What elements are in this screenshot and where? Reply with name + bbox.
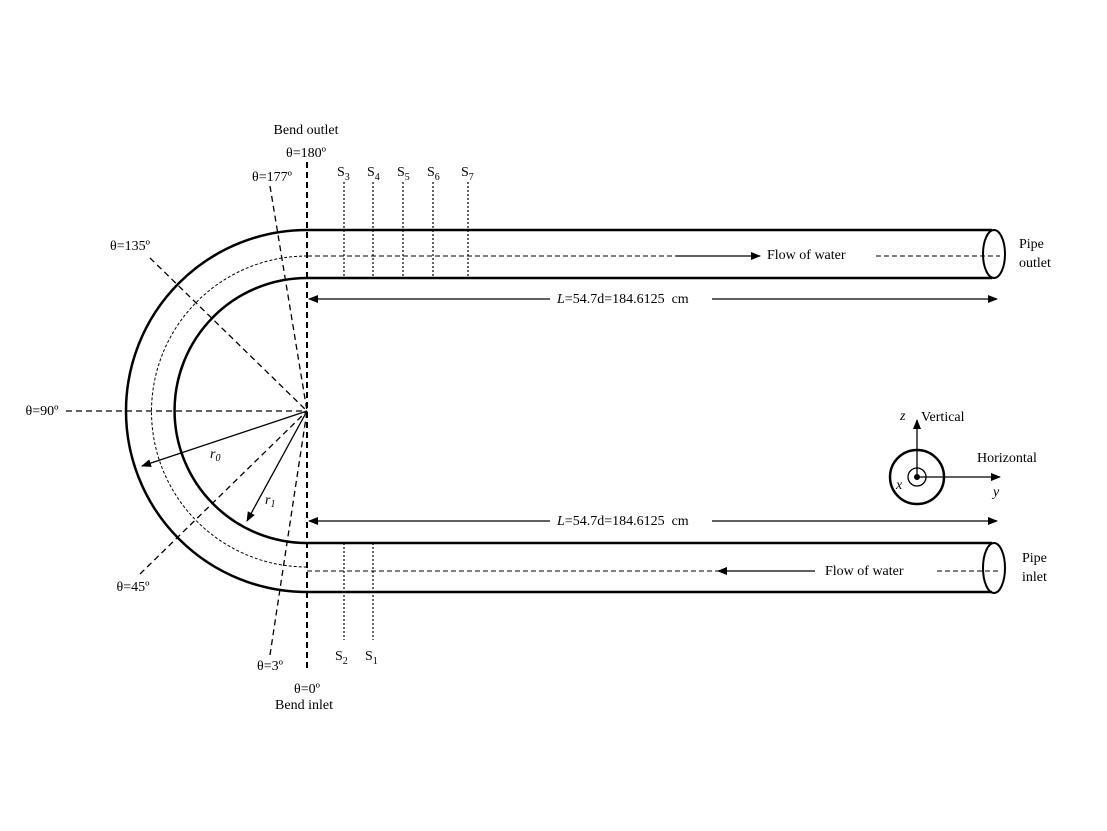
section-label-s7: S7 — [461, 165, 474, 183]
section-label-s6: S6 — [427, 165, 440, 183]
section-label-s4: S4 — [367, 165, 380, 183]
axis-z-label: z — [899, 409, 906, 424]
theta-45-line — [139, 410, 308, 575]
coordinate-symbol — [888, 419, 1001, 506]
section-lines-bottom — [343, 543, 374, 640]
theta-3-label: θ=3º — [257, 659, 284, 674]
axis-x-label: x — [895, 478, 903, 493]
pipe-inlet-label-line2: inlet — [1022, 570, 1047, 585]
axis-vertical-label: Vertical — [921, 410, 965, 425]
pipe-inlet-label-line1: Pipe — [1022, 551, 1047, 566]
theta-0-label: θ=0º — [294, 682, 321, 697]
flow-label-bottom: Flow of water — [825, 564, 904, 579]
outlet-ellipse — [982, 229, 1006, 279]
inner-wall — [173, 276, 992, 545]
theta-135-line — [149, 257, 308, 412]
pipe-outlet-label-line1: Pipe — [1019, 237, 1044, 252]
section-label-s2: S2 — [335, 649, 348, 667]
theta-177-line — [269, 185, 308, 412]
flow-label-top: Flow of water — [767, 248, 846, 263]
section-lines-top — [343, 182, 469, 278]
r1-label: r1 — [265, 493, 275, 510]
r1-arrow — [246, 410, 308, 522]
theta-90-label: θ=90º — [26, 404, 60, 419]
theta-135-label: θ=135º — [110, 239, 151, 254]
inlet-ellipse — [982, 542, 1006, 594]
length-label-bottom: L=54.7d=184.6125 cm — [556, 514, 689, 529]
theta-3-line — [269, 410, 308, 656]
pipe-outlet-label-line2: outlet — [1019, 256, 1051, 271]
axis-y-label: y — [991, 485, 1000, 500]
bend-outlet-label: Bend outlet — [274, 123, 339, 138]
r0-arrow — [141, 410, 308, 467]
r0-label: r0 — [210, 447, 220, 464]
axis-horizontal-label: Horizontal — [977, 451, 1037, 466]
section-label-s3: S3 — [337, 165, 350, 183]
bend-inlet-label: Bend inlet — [275, 698, 333, 713]
theta-177-label: θ=177º — [252, 170, 293, 185]
length-label-top: L=54.7d=184.6125 cm — [556, 292, 689, 307]
theta-45-label: θ=45º — [117, 580, 151, 595]
section-label-s5: S5 — [397, 165, 410, 183]
theta-180-label: θ=180º — [286, 146, 327, 161]
section-label-s1: S1 — [365, 649, 378, 667]
outer-wall — [124, 228, 992, 594]
